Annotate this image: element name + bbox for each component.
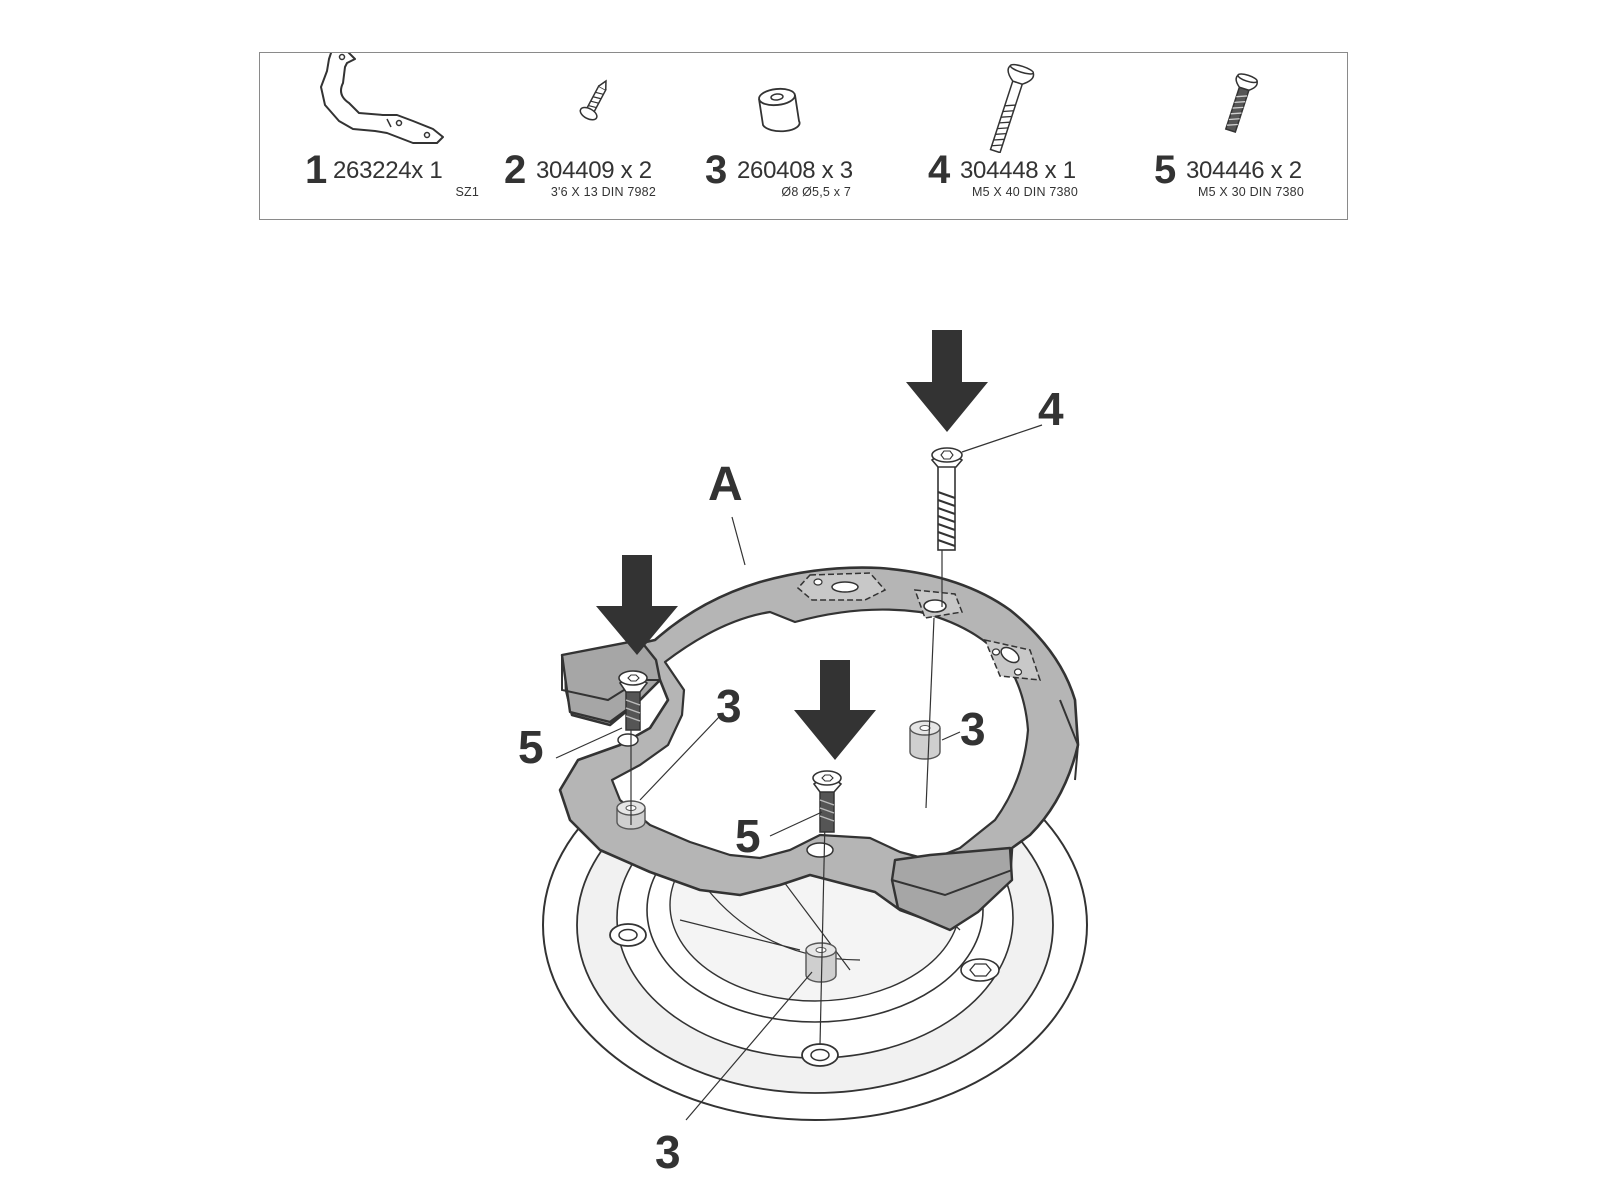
self-tapping-screw-icon: [579, 79, 607, 121]
part-item-4: 4 304448 x 1 M5 X 40 DIN 7380: [928, 53, 1128, 219]
part-number: 4: [928, 148, 950, 192]
part-spec: SZ1: [455, 185, 479, 199]
long-bolt-icon: [989, 63, 1035, 153]
part-item-1: 1 263224x 1 SZ1: [295, 53, 495, 219]
part-item-5: 5 304446 x 2 M5 X 30 DIN 7380: [1154, 53, 1354, 219]
callout-spacer-right: 3: [960, 703, 986, 755]
part-code: 304448 x 1: [960, 157, 1076, 184]
bracket-icon: [320, 53, 444, 144]
spacer-icon: [758, 87, 801, 133]
callout-labels: A 4 5 3 3 5 3: [518, 383, 1064, 1178]
part-number: 3: [705, 148, 727, 192]
part-item-2: 2 304409 x 2 3'6 X 13 DIN 7982: [504, 53, 704, 219]
callout-bolt-long: 4: [1038, 383, 1064, 435]
callout-spacer-bottom: 3: [655, 1126, 681, 1178]
part-number: 1: [305, 148, 327, 192]
down-arrow-icon: [906, 330, 988, 432]
part-code: 263224x 1: [333, 157, 443, 184]
part-spec: 3'6 X 13 DIN 7982: [550, 185, 656, 199]
callout-bolt-center: 5: [735, 810, 761, 862]
part-code: 304409 x 2: [536, 157, 652, 184]
part-code: 304446 x 2: [1186, 157, 1302, 184]
arrows: [596, 330, 988, 760]
part-spec: Ø8 Ø5,5 x 7: [781, 185, 851, 199]
leader-lines: [555, 424, 1043, 1121]
bolt-long-4: [930, 447, 964, 551]
parts-list-box: 1 263224x 1 SZ1 2 304409 x 2 3'6 X 13 DI…: [259, 52, 1348, 220]
callout-ring: A: [708, 458, 743, 511]
down-arrow-icon: [596, 555, 678, 655]
part-number: 2: [504, 148, 526, 192]
part-item-3: 3 260408 x 3 Ø8 Ø5,5 x 7: [705, 53, 905, 219]
callout-spacer-left: 3: [716, 680, 742, 732]
part-spec: M5 X 30 DIN 7380: [1197, 185, 1304, 199]
callout-bolt-left: 5: [518, 721, 544, 773]
part-spec: M5 X 40 DIN 7380: [971, 185, 1078, 199]
bolt-center-5: [812, 770, 843, 833]
short-bolt-icon: [1224, 73, 1258, 134]
part-code: 260408 x 3: [737, 157, 853, 184]
down-arrow-icon: [794, 660, 876, 760]
part-number: 5: [1154, 148, 1176, 192]
spacer-right: [909, 720, 941, 760]
bolt-left-5: [618, 670, 649, 731]
